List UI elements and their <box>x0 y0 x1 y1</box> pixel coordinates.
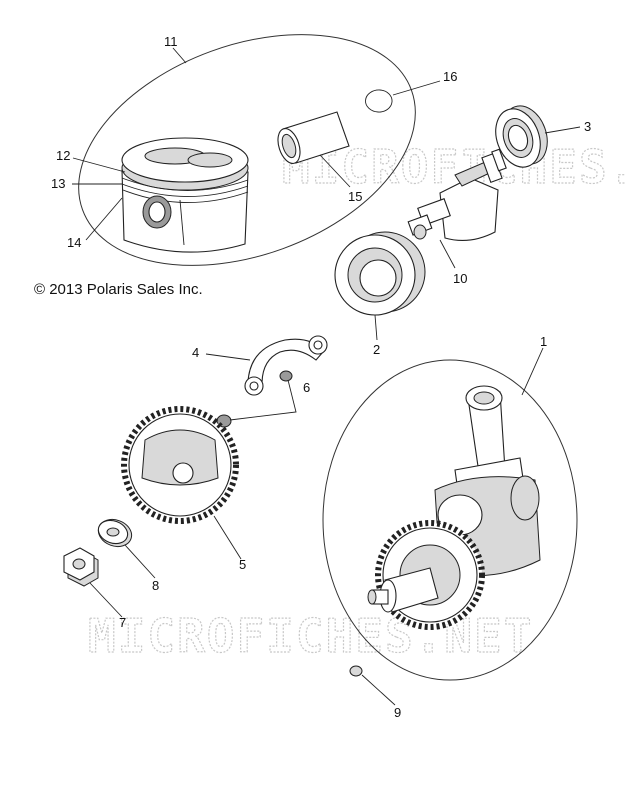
callout-9: 9 <box>394 705 401 720</box>
callout-10: 10 <box>453 271 467 286</box>
leader-10 <box>439 239 456 269</box>
callout-4: 4 <box>192 345 199 360</box>
balance-shaft-icon <box>407 148 507 269</box>
leader-9 <box>361 674 396 706</box>
leader-3 <box>544 126 581 134</box>
leader-14 <box>85 197 123 241</box>
leader-7 <box>89 582 123 618</box>
callout-15: 15 <box>348 189 362 204</box>
balance-gear-icon <box>121 406 242 560</box>
callout-8: 8 <box>152 578 159 593</box>
leader-15 <box>319 154 351 188</box>
crank-shaft-end-icon <box>367 567 439 613</box>
crankshaft-group <box>322 347 578 681</box>
callout-14: 14 <box>67 235 81 250</box>
piston-icon <box>121 137 249 253</box>
leader-1 <box>521 347 544 396</box>
washer-icon <box>97 518 156 579</box>
callout-11: 11 <box>164 34 178 49</box>
leader-16 <box>392 80 441 96</box>
leader-5 <box>213 515 242 560</box>
piston-assembly-group <box>72 34 441 266</box>
bearing-small-icon <box>495 105 581 168</box>
leader-4 <box>205 353 251 361</box>
leader-11 <box>172 47 187 64</box>
crankshaft-group-outline <box>322 359 578 681</box>
callout-16: 16 <box>443 69 457 84</box>
callout-6: 6 <box>303 380 310 395</box>
callout-12: 12 <box>56 148 70 163</box>
callout-2: 2 <box>373 342 380 357</box>
wrist-pin-icon <box>277 111 350 164</box>
callout-1: 1 <box>540 334 547 349</box>
copyright-notice: © 2013 Polaris Sales Inc. <box>34 281 203 298</box>
leader-6 <box>229 379 297 421</box>
watermark-bottom: MICROFICHES.NET <box>88 609 533 663</box>
piston-group-outline <box>78 34 416 266</box>
leader-12 <box>72 157 126 173</box>
retainer-bracket-icon <box>205 335 328 396</box>
circlip-icon <box>365 89 393 113</box>
bearing-large-icon <box>334 231 426 341</box>
callout-5: 5 <box>239 557 246 572</box>
callout-3: 3 <box>584 119 591 134</box>
nut-icon <box>63 547 123 618</box>
callout-7: 7 <box>119 615 126 630</box>
callout-13: 13 <box>51 176 65 191</box>
dowel-pin-icon <box>349 665 396 706</box>
leader-8 <box>124 544 156 579</box>
leader-2 <box>374 314 378 341</box>
